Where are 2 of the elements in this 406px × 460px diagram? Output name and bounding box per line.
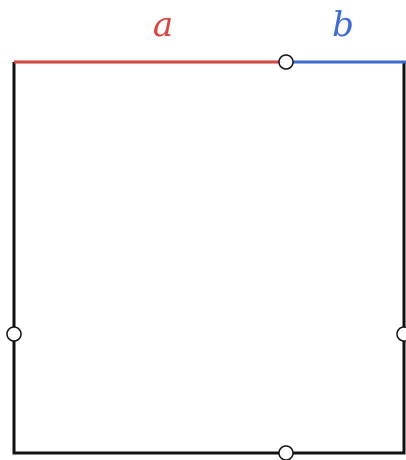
segment-label: a bbox=[152, 8, 174, 42]
segment-label: b bbox=[332, 8, 354, 42]
